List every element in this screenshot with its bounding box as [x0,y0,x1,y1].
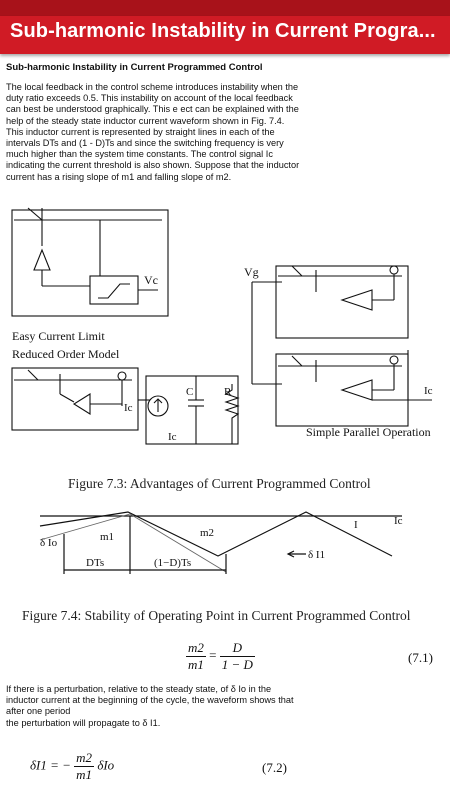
one-minus-d-ts-label: (1−D)Ts [154,557,191,569]
ic-label-right: Ic [424,385,433,397]
paragraph-2: If there is a perturbation, relative to … [6,684,321,729]
eq71-lhs-den: m1 [188,657,204,672]
status-bar [0,0,450,16]
figure-7-4-caption: Figure 7.4: Stability of Operating Point… [22,608,411,623]
perturbed-waveform [39,513,227,573]
reduced-order-model-label: Reduced Order Model [12,347,120,361]
figure-7-3-caption: Figure 7.3: Advantages of Current Progra… [68,476,371,491]
paragraph-line: current has a rising slope of m1 and fal… [6,171,232,182]
rc-load-box [145,375,239,445]
eq71-rhs-den: 1 − D [221,657,253,672]
paragraph-1: The local feedback in the control scheme… [6,82,315,183]
equation-7-2-number: (7.2) [262,760,287,775]
m1-label: m1 [100,531,114,543]
app-title: Sub-harmonic Instability in Current Prog… [10,20,436,42]
eq71-lhs-num: m2 [186,640,206,657]
parallel-converter-1 [275,265,409,339]
paragraph-line: much higher than the system time constan… [6,149,273,160]
article-content[interactable]: Sub-harmonic Instability in Current Prog… [0,54,450,800]
paragraph-line: after one period [6,706,71,717]
resistor-label: R [224,386,232,398]
capacitor-label: C [186,386,193,398]
reduced-model-box [11,367,139,431]
simple-parallel-label: Simple Parallel Operation [306,425,431,439]
paragraph-line: help of the steady state inductor curren… [6,115,285,126]
delta-io-label: δ Io [40,537,58,549]
vc-label: Vc [144,273,158,287]
section-heading: Sub-harmonic Instability in Current Prog… [6,62,263,73]
equation-7-1-number: (7.1) [408,650,433,665]
paragraph-line: inductor current at the beginning of the… [6,695,294,706]
current-source-circle [147,395,169,417]
m2-label: m2 [200,527,214,539]
paragraph-line: can best be understood graphically. This… [6,104,299,115]
ic-label-model: Ic [124,402,133,414]
figure-7-4-waveform: Ic I m1 m2 δ Io δ I1 DTs (1−D)Ts [39,511,403,574]
paragraph-line: This inductor current is represented by … [6,126,275,137]
eq72-den: m1 [76,767,93,782]
paragraph-line: intervals DTs and (1 - D)Ts and since th… [6,138,284,149]
eq71-rhs-num: D [219,640,255,657]
eq72-num: m2 [74,750,95,767]
steady-state-waveform [39,511,393,557]
paragraph-line: indicating the current threshold is also… [6,160,300,171]
paragraph-line: the perturbation will propagate to δ I1. [6,717,161,728]
easy-current-limit-label: Easy Current Limit [12,329,105,343]
ic-label: Ic [394,515,403,527]
i-label: I [354,519,358,531]
app-bar: Sub-harmonic Instability in Current Prog… [0,16,450,54]
paragraph-line: duty ratio exceeds 0.5. This instability… [6,93,293,104]
ic-label-source: Ic [168,431,177,443]
paragraph-line: The local feedback in the control scheme… [6,82,299,92]
dts-label: DTs [86,557,104,569]
delta-i1-label: δ I1 [308,549,325,561]
eq72-lhs: δI1 = − [30,757,71,773]
figure-7-3-diagram: Vc Easy Current Limit Reduced Order Mode… [11,207,433,445]
eq72-rhs: δIo [97,757,115,773]
paragraph-line: If there is a perturbation, relative to … [6,684,272,694]
vg-label: Vg [244,265,259,279]
resistor-zigzag [224,384,240,444]
easy-current-limit-box [11,209,169,317]
